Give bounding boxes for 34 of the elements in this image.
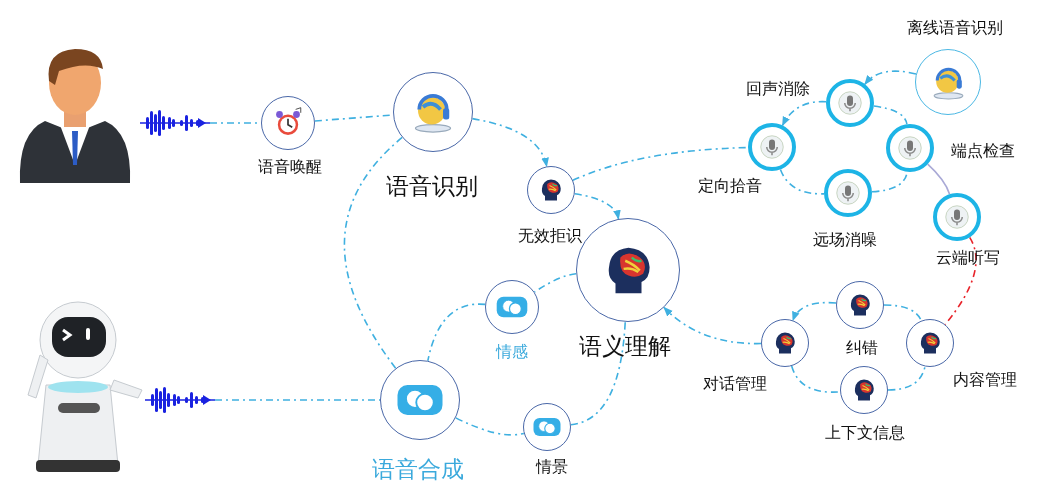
connector-line [427,303,486,362]
node-label: 情感 [496,343,528,361]
arrow [792,301,837,322]
node-label: 对话管理 [703,375,767,393]
connector-line [779,168,825,195]
node-label: 纠错 [846,339,878,357]
node-label: 上下文信息 [825,424,905,442]
connector-line [887,365,926,391]
node-label: 远场消噪 [813,231,877,249]
node-label: 语音唤醒 [258,158,322,176]
connector-line [572,146,749,181]
node-label: 回声消除 [746,80,810,98]
arrow [663,306,762,345]
node-label: 端点检查 [951,142,1015,160]
node-label: 情景 [536,458,568,476]
node-label: 定向拾音 [698,177,762,195]
connector-line [873,105,908,125]
arrow [864,70,917,85]
node-label: 无效拒识 [518,227,582,245]
node-label: 语音识别 [386,174,478,200]
connector-line [926,163,951,195]
node-label: 语音合成 [372,457,464,483]
connector-line [883,304,922,322]
arrow [573,192,620,220]
node-label: 云端听写 [936,249,1000,267]
connector-line [790,365,841,393]
node-label: 离线语音识别 [907,19,1003,37]
connector-line [570,321,627,426]
connector-line [343,136,403,370]
node-label: 语义理解 [579,334,671,360]
arrow [471,117,549,168]
node-label: 内容管理 [953,371,1017,389]
connector-line [454,417,525,436]
arrow [781,100,827,127]
